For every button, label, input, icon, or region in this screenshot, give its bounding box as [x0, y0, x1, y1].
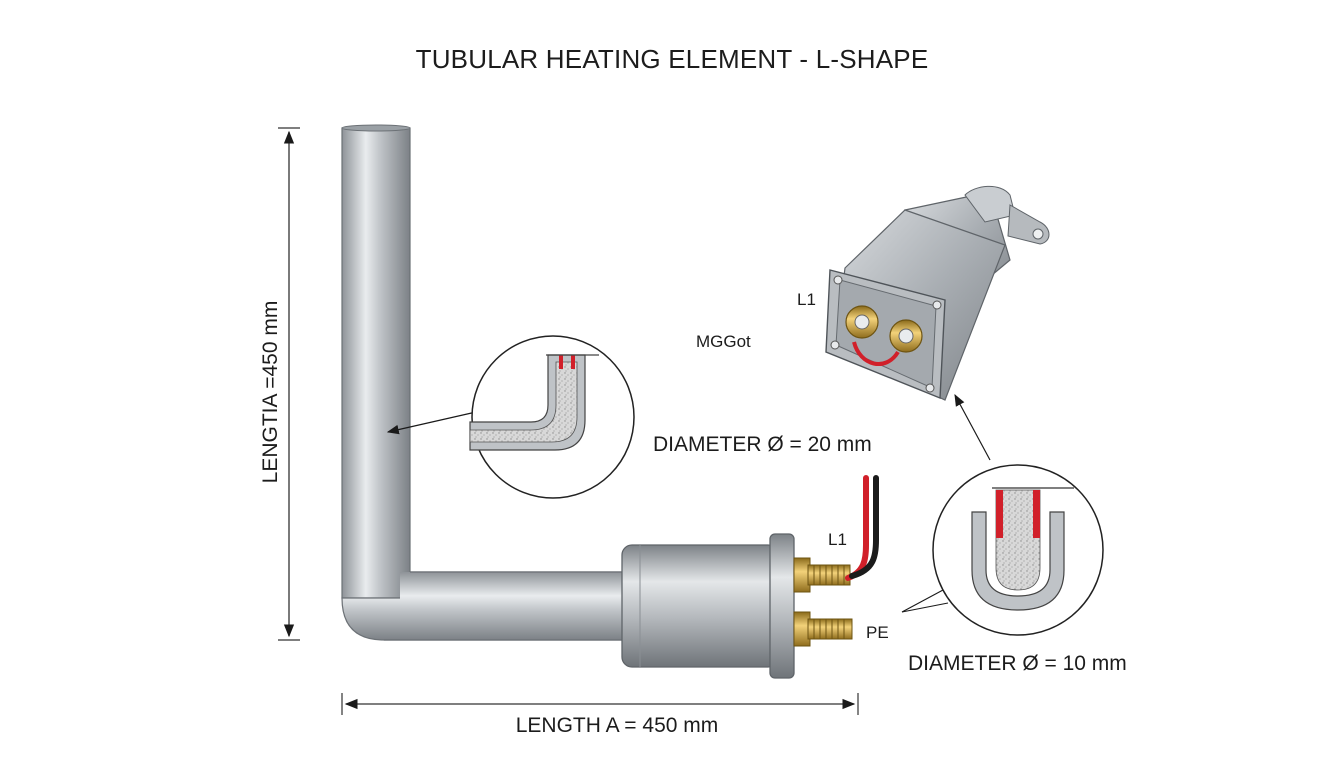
terminal-box-l1-label: L1: [797, 290, 816, 309]
terminal-housing: [621, 533, 795, 679]
small-diameter-label: DIAMETER Ø = 10 mm: [908, 652, 1127, 675]
terminal-l1-label: L1: [828, 530, 847, 549]
vertical-length-label: LENGTIA =450 mm: [259, 301, 282, 484]
terminal-box-detail: [825, 185, 1050, 461]
horizontal-dimension: LENGTH A = 450 mm: [341, 693, 859, 737]
material-label: MGGot: [696, 332, 751, 351]
lead-wires: [845, 475, 879, 581]
horizontal-length-label: LENGTH A = 450 mm: [516, 714, 719, 737]
diagram-title: TUBULAR HEATING ELEMENT - L-SHAPE: [416, 44, 929, 74]
l-shaped-tube: [341, 124, 641, 641]
vertical-dimension: LENGTIA =450 mm: [259, 127, 300, 641]
brass-terminal-l1: [793, 557, 851, 593]
terminal-pe-label: PE: [866, 623, 889, 642]
large-diameter-label: DIAMETER Ø = 20 mm: [653, 433, 872, 456]
brass-terminal-pe: [793, 611, 853, 647]
tube-section-detail-callout: [901, 464, 1104, 636]
bend-detail-callout: [386, 335, 635, 499]
